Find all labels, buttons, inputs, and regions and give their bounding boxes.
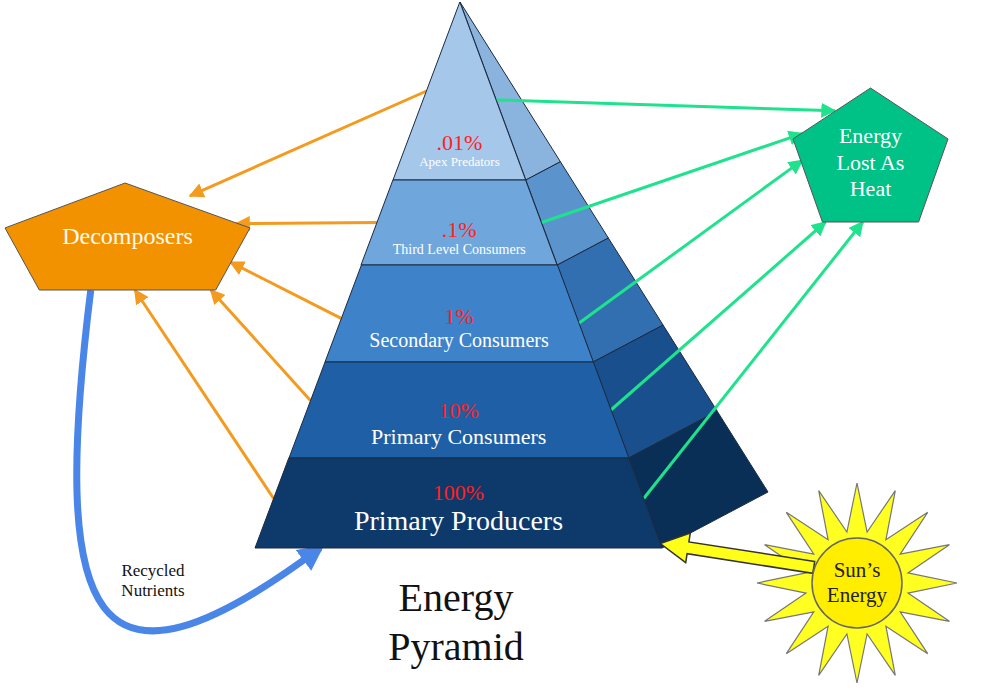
node-label: Decomposers bbox=[62, 222, 193, 251]
heat-pentagon: Energy Lost As Heat bbox=[793, 88, 948, 222]
percent-value: .01% bbox=[437, 130, 483, 155]
energy-flow-arrow bbox=[496, 100, 835, 111]
energy-flow-arrow bbox=[579, 160, 802, 323]
percent-value: .1% bbox=[442, 217, 477, 242]
energy-flow-arrow bbox=[236, 223, 377, 224]
energy-flow-arrow bbox=[644, 222, 863, 499]
pyramid-band: 10%Primary Consumers bbox=[289, 362, 629, 458]
diagram-title: Energy Pyramid bbox=[366, 574, 546, 672]
node-label: Sun’s Energy bbox=[817, 558, 897, 608]
level-name: Apex Predators bbox=[419, 155, 500, 170]
node-label: Energy Lost As Heat bbox=[828, 123, 914, 202]
level-name: Primary Consumers bbox=[371, 424, 546, 449]
pyramid-band: .1%Third Level Consumers bbox=[361, 180, 557, 265]
energy-flow-arrow bbox=[611, 222, 826, 410]
level-name: Third Level Consumers bbox=[393, 242, 526, 258]
pyramid-band: 1%Secondary Consumers bbox=[325, 265, 593, 362]
percent-value: 10% bbox=[439, 398, 479, 423]
energy-flow-arrow bbox=[135, 290, 274, 499]
sun-circle: Sun’s Energy bbox=[811, 537, 903, 629]
pyramid-band: .01%Apex Predators bbox=[393, 2, 526, 180]
percent-value: 100% bbox=[433, 480, 484, 505]
recycle-arrow bbox=[77, 290, 320, 631]
percent-value: 1% bbox=[444, 304, 473, 329]
energy-flow-arrow bbox=[230, 262, 341, 318]
decomposer-pentagon: Decomposers bbox=[5, 183, 250, 290]
level-name: Secondary Consumers bbox=[369, 329, 548, 352]
sun-rays bbox=[757, 483, 957, 683]
level-name: Primary Producers bbox=[354, 505, 563, 537]
edge-label: Recycled Nutrients bbox=[110, 561, 196, 601]
pyramid-band: 100%Primary Producers bbox=[255, 458, 662, 548]
energy-flow-arrow bbox=[542, 134, 803, 223]
sun-energy-arrow bbox=[660, 533, 814, 573]
energy-flow-arrow bbox=[211, 290, 311, 400]
energy-flow-arrow bbox=[190, 91, 427, 196]
